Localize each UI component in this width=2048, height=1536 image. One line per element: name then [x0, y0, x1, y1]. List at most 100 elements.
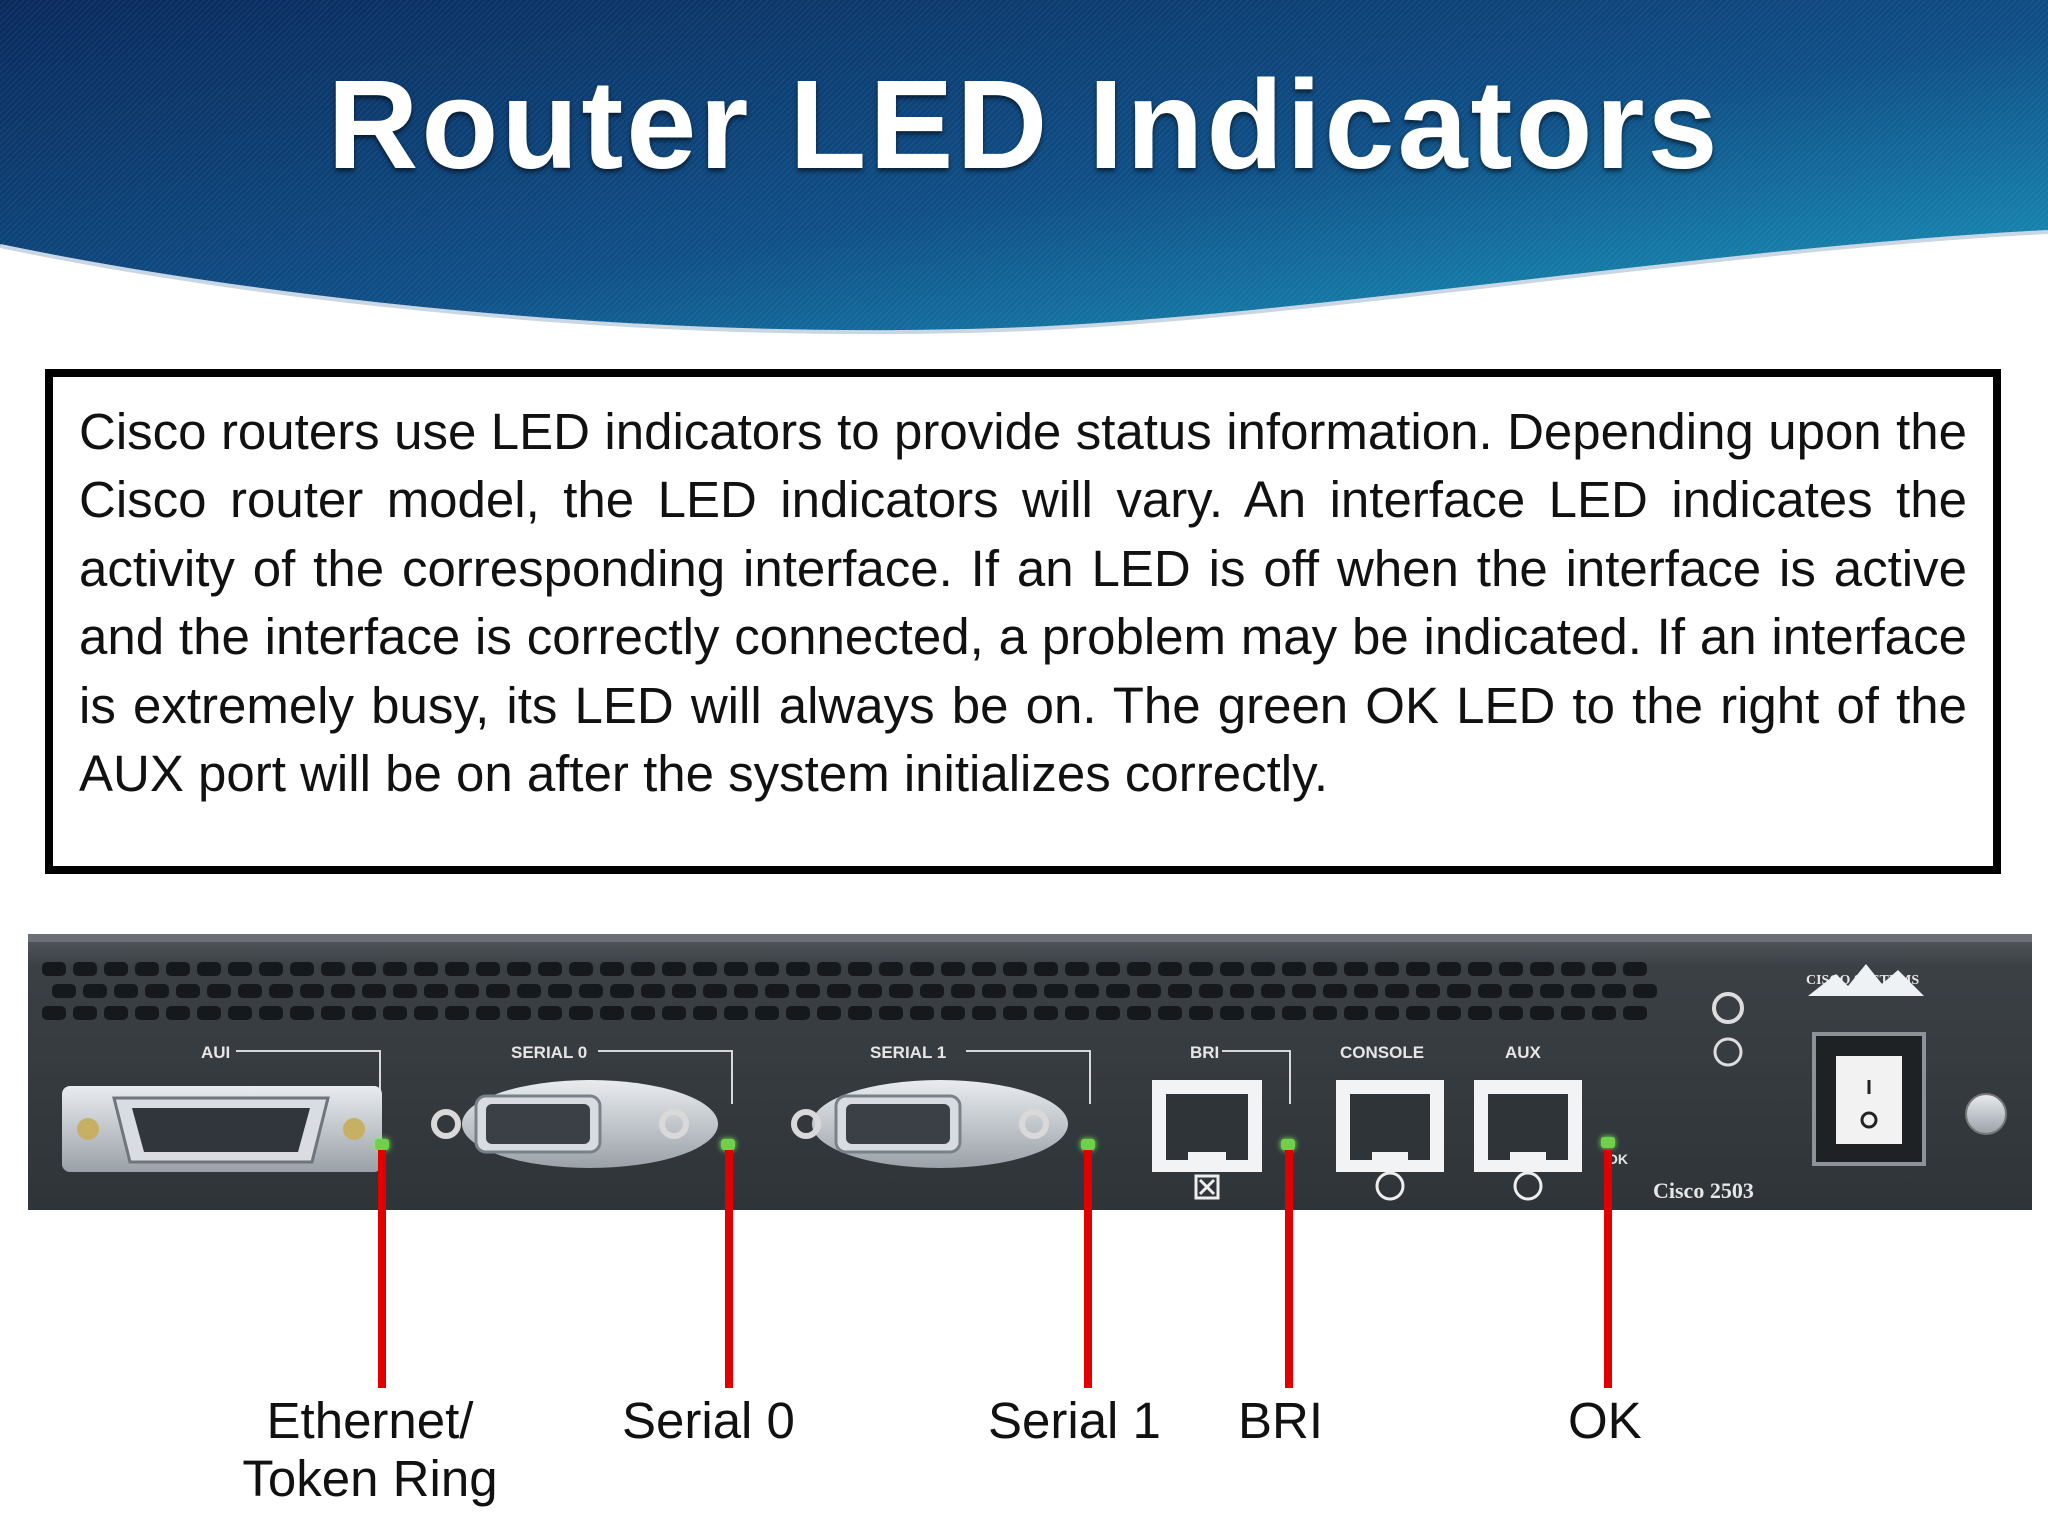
vent-slot [1509, 984, 1533, 998]
serial1-port [791, 1080, 1068, 1168]
callout-bri: BRI [1238, 1392, 1324, 1449]
vent-slot [1003, 1006, 1027, 1020]
led-bri [1281, 1139, 1295, 1150]
vent-slot [796, 984, 820, 998]
vent-slot [1034, 962, 1058, 976]
vent-slot [228, 962, 252, 976]
vent-slot [1447, 984, 1471, 998]
model-label: Cisco 2503 [1653, 1178, 1754, 1203]
vent-slot [135, 1006, 159, 1020]
vent-slot [1096, 962, 1120, 976]
vent-slot [703, 984, 727, 998]
vent-slot [848, 962, 872, 976]
vent-slot [672, 984, 696, 998]
description-text: Cisco routers use LED indicators to prov… [79, 403, 1967, 803]
vent-slot [1230, 984, 1254, 998]
led-serial0 [721, 1139, 735, 1150]
vent-slot [982, 984, 1006, 998]
vent-slot [1623, 962, 1647, 976]
vent-slot [786, 962, 810, 976]
vent-slot [507, 962, 531, 976]
vent-slot [166, 962, 190, 976]
vent-slot [600, 1006, 624, 1020]
vent-slot [786, 1006, 810, 1020]
vent-slot [1323, 984, 1347, 998]
vent-slot [693, 962, 717, 976]
vent-slot [414, 1006, 438, 1020]
callout-serial1: Serial 1 [988, 1392, 1161, 1449]
header-banner: Router LED Indicators [0, 0, 2048, 350]
pointer-bri [1285, 1150, 1293, 1388]
vent-slot [176, 984, 200, 998]
vent-slot [414, 962, 438, 976]
aux-port [1474, 1080, 1582, 1201]
vent-slot [1437, 962, 1461, 976]
ground-icon [1712, 992, 1744, 1067]
bri-port [1152, 1080, 1262, 1200]
vent-slot [1199, 984, 1223, 998]
vent-slot [951, 984, 975, 998]
vent-slot [424, 984, 448, 998]
vent-slot [889, 984, 913, 998]
vent-slot [52, 984, 76, 998]
vent-slot [1592, 1006, 1616, 1020]
vent-slot [734, 984, 758, 998]
vent-slot [662, 962, 686, 976]
vent-slot [879, 1006, 903, 1020]
description-box: Cisco routers use LED indicators to prov… [45, 369, 2001, 874]
vent-slot [517, 984, 541, 998]
vent-slot [1499, 962, 1523, 976]
vent-slot [920, 984, 944, 998]
vent-slot [910, 1006, 934, 1020]
vent-slot [197, 962, 221, 976]
vent-slot [1375, 1006, 1399, 1020]
vent-slot [1044, 984, 1068, 998]
vent-slot [1065, 1006, 1089, 1020]
pointer-serial0 [725, 1150, 733, 1388]
vent-slot [1375, 962, 1399, 976]
vent-slot [145, 984, 169, 998]
vent-slot [321, 1006, 345, 1020]
vent-slot [166, 1006, 190, 1020]
label-console: CONSOLE [1340, 1043, 1424, 1062]
vent-slot [1251, 1006, 1275, 1020]
vent-slot [1592, 962, 1616, 976]
vent-slot [352, 1006, 376, 1020]
vent-slot [445, 962, 469, 976]
vent-slot [135, 962, 159, 976]
vent-slot [1633, 984, 1657, 998]
vent-slot [476, 962, 500, 976]
vent-slot [1261, 984, 1285, 998]
vent-slot [383, 1006, 407, 1020]
vent-slot [1623, 1006, 1647, 1020]
vent-slot [290, 962, 314, 976]
vent-slot [1251, 962, 1275, 976]
vent-slot [1561, 1006, 1585, 1020]
vent-slot [197, 1006, 221, 1020]
vent-slot [941, 1006, 965, 1020]
callout-ethernet-line2: Token Ring [242, 1450, 498, 1507]
label-aux: AUX [1505, 1043, 1542, 1062]
vent-slot [1075, 984, 1099, 998]
vent-slot [300, 984, 324, 998]
vent-slot [569, 1006, 593, 1020]
led-serial1 [1081, 1139, 1095, 1150]
vent-slot [1313, 1006, 1337, 1020]
vent-slot [1437, 1006, 1461, 1020]
vent-slot [104, 962, 128, 976]
led-ok [1601, 1137, 1615, 1148]
vent-slot [352, 962, 376, 976]
power-switch [1812, 1032, 1926, 1166]
vent-slot [631, 962, 655, 976]
vent-slot [941, 962, 965, 976]
vent-slot [600, 962, 624, 976]
vent-slot [114, 984, 138, 998]
vent-slot [641, 984, 665, 998]
vent-slot [548, 984, 572, 998]
label-serial1: SERIAL 1 [870, 1043, 946, 1062]
vent-slot [42, 962, 66, 976]
vent-slot [507, 1006, 531, 1020]
vent-slot [207, 984, 231, 998]
vent-slot [1189, 1006, 1213, 1020]
ventilation-slots [42, 962, 1657, 1020]
